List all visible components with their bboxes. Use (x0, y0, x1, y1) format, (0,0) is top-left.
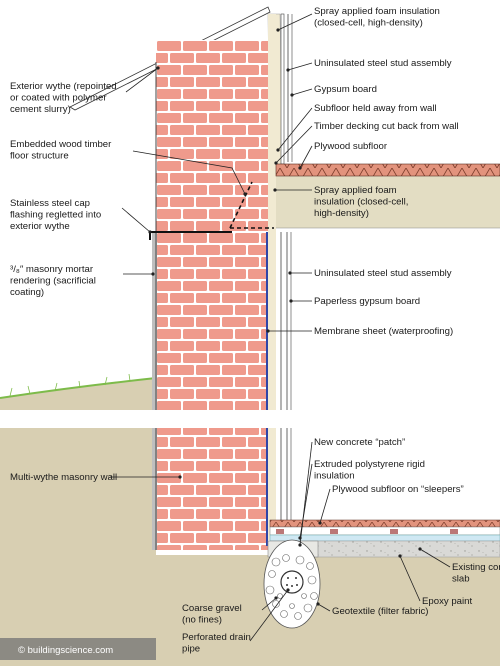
label-line: Spray applied foam (314, 185, 397, 196)
label-existing-slab: Existing concreteslab (452, 562, 500, 585)
label-stud-top: Uninsulated steel stud assembly (314, 58, 452, 69)
copyright-bar (0, 638, 156, 660)
label-stud-mid: Uninsulated steel stud assembly (314, 268, 452, 279)
label-spray-foam-top: Spray applied foam insulation(closed-cel… (314, 6, 440, 29)
label-line: Uninsulated steel stud assembly (314, 58, 452, 69)
label-line: Membrane sheet (waterproofing) (314, 326, 453, 337)
label-line: ³/₈″ masonry mortar (10, 264, 94, 275)
label-multi-wythe: Multi-wythe masonry wall (10, 472, 117, 483)
label-line: New concrete “patch” (314, 437, 405, 448)
label-line: Plywood subfloor (314, 141, 388, 152)
label-line: Gypsum board (314, 84, 377, 95)
label-line: Spray applied foam insulation (314, 6, 440, 17)
label-line: floor structure (10, 151, 69, 162)
label-line: (closed-cell, high-density) (314, 18, 423, 29)
label-line: cement slurry) (10, 104, 71, 115)
label-concrete-patch: New concrete “patch” (314, 437, 405, 448)
label-line: or coated with polymer (10, 93, 107, 104)
label-line: Multi-wythe masonry wall (10, 472, 117, 483)
label-line: slab (452, 574, 470, 585)
label-line: insulation (closed-cell, (314, 197, 408, 208)
label-line: flashing regletted into (10, 210, 101, 221)
label-line: (no fines) (182, 615, 222, 626)
label-line: Extruded polystyrene rigid (314, 459, 425, 470)
label-geotextile: Geotextile (filter fabric) (332, 606, 429, 617)
label-line: Subfloor held away from wall (314, 103, 437, 114)
label-line: insulation (314, 471, 355, 482)
label-line: high-density) (314, 208, 369, 219)
label-line: exterior wythe (10, 221, 70, 232)
label-subfloor-held-away: Subfloor held away from wall (314, 103, 437, 114)
label-coarse-gravel: Coarse gravel(no fines) (182, 603, 242, 626)
label-line: Uninsulated steel stud assembly (314, 268, 452, 279)
label-membrane-sheet: Membrane sheet (waterproofing) (314, 326, 453, 337)
label-gypsum-board: Gypsum board (314, 84, 377, 95)
label-line: Stainless steel cap (10, 198, 90, 209)
label-line: Paperless gypsum board (314, 296, 420, 307)
label-paperless-gypsum: Paperless gypsum board (314, 296, 420, 307)
label-line: Existing concrete (452, 562, 500, 573)
label-line: Geotextile (filter fabric) (332, 606, 429, 617)
label-epoxy-paint: Epoxy paint (422, 596, 472, 607)
label-plywood-sleepers: Plywood subfloor on “sleepers” (332, 484, 464, 495)
label-line: pipe (182, 644, 200, 655)
label-line: Exterior wythe (repointed (10, 81, 117, 92)
label-line: Plywood subfloor on “sleepers” (332, 484, 464, 495)
label-line: rendering (sacrificial (10, 276, 96, 287)
masonry-wall (156, 40, 268, 410)
label-line: Perforated drain (182, 632, 251, 643)
label-line: coating) (10, 287, 44, 298)
label-plywood-subfloor: Plywood subfloor (314, 141, 388, 152)
label-line: Coarse gravel (182, 603, 242, 614)
label-line: Timber decking cut back from wall (314, 121, 459, 132)
label-line: Embedded wood timber (10, 139, 112, 150)
label-timber-decking: Timber decking cut back from wall (314, 121, 459, 132)
labels-right: Spray applied foam insulation(closed-cel… (314, 6, 500, 617)
label-line: Epoxy paint (422, 596, 472, 607)
copyright-text: © buildingscience.com (18, 645, 113, 656)
